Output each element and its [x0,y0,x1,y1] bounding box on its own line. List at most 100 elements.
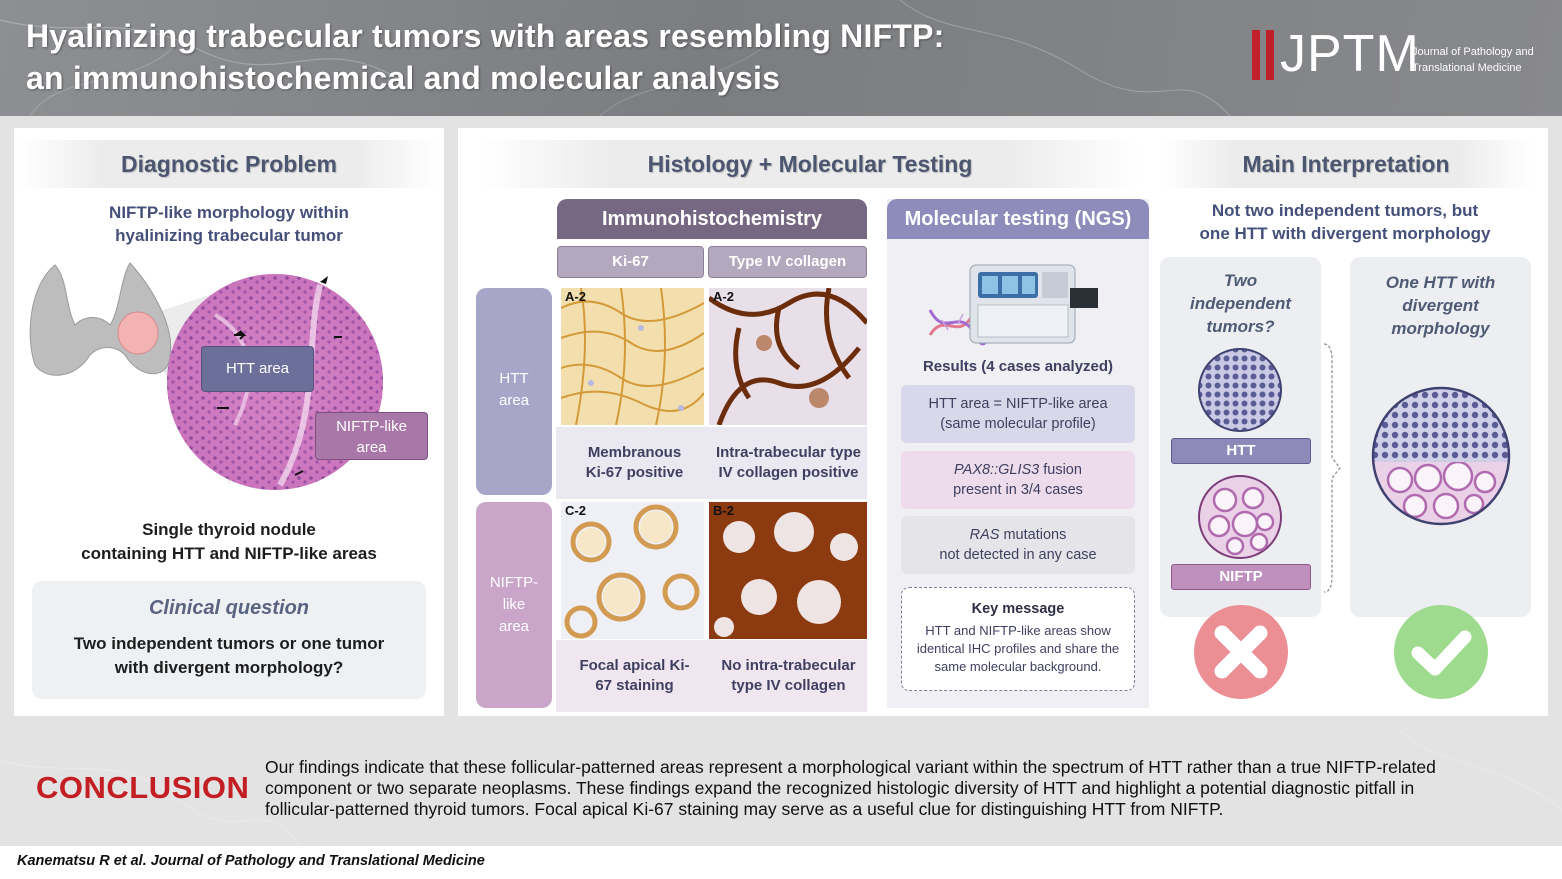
htt-cell-diagram [1198,348,1282,432]
fusion-text: fusion [1039,462,1082,478]
finding-line-2: (same molecular profile) [940,416,1096,432]
conclusion-line-1: Our findings indicate that these follicu… [265,757,1436,777]
interpretation-title: Main Interpretation [1242,151,1450,177]
diagnostic-subtitle-line-1: NIFTP-like morphology within [109,203,349,222]
marble-texture [0,0,1231,116]
row-niftp-line-2: like [502,596,526,613]
row-label-niftp: NIFTP- like area [476,502,552,708]
ngs-header: Molecular testing (NGS) [887,199,1149,239]
diagnostic-title: Diagnostic Problem [121,151,337,177]
conclusion-line-3: follicular-patterned thyroid tumors. Foc… [265,799,1224,819]
label-htt: HTT [1171,438,1311,464]
finding-line-2: present in 3/4 cases [953,482,1083,498]
ngs-finding-ras: RAS mutations not detected in any case [901,516,1135,574]
finding-line-2: not detected in any case [939,547,1097,563]
row-niftp-line-1: NIFTP- [489,574,539,591]
histology-title-bar [480,140,1140,188]
option-b-line-2: divergent [1402,296,1479,315]
ngs-finding-same-profile: HTT area = NIFTP-like area (same molecul… [901,385,1135,443]
thyroid-icon [29,262,172,376]
title-line-2: an immunohistochemical and molecular ana… [26,60,781,96]
caption-htt-collagen: Intra-trabecular type IV collagen positiv… [710,427,867,499]
key-message-box [901,587,1135,691]
ngs-results-label: Results (4 cases analyzed) [922,358,1114,375]
niftp-tag-line-2: area [356,439,387,456]
caption-line: Ki-67 positive [585,464,684,481]
nodule [117,311,159,355]
interp-sub-line-2: one HTT with divergent morphology [1199,224,1491,243]
logo-bar-1 [1252,30,1260,80]
logo-bar-2 [1266,30,1274,80]
combined-tumor-diagram [1371,386,1511,526]
stain-label-type-iv-collagen: Type IV collagen [708,246,867,278]
row-label-htt: HTT area [476,288,552,495]
journal-logo: JPTM Journal of Pathology and Translatio… [1252,25,1552,84]
diagnostic-subtitle-line-2: hyalinizing trabecular tumor [115,226,343,245]
clinical-question-title: Clinical question [148,597,310,619]
cross-icon [1194,605,1288,699]
caption-line: Membranous [587,444,682,461]
niftp-area-tag: NIFTP-like area [315,412,428,460]
conclusion-band [0,730,1562,846]
clinical-question-box [32,581,426,699]
diagnostic-statement: Single thyroid nodule containing HTT and… [14,518,444,566]
clinical-question-text: Two independent tumors or one tumor with… [32,632,426,680]
interpretation-subtitle: Not two independent tumors, but one HTT … [1160,199,1530,245]
stain-label-ki67: Ki-67 [557,246,704,278]
fusion-gene: PAX8::GLIS3 [954,462,1040,478]
clinical-q-line-2: with divergent morphology? [114,658,344,677]
label-niftp: NIFTP [1171,564,1311,590]
conclusion-text: Our findings indicate that these follicu… [265,757,1525,820]
interpretation-title-bar [1160,140,1532,188]
caption-line: No intra-trabecular [721,657,856,674]
logo-subtitle-line-1: Journal of Pathology and [1412,46,1534,58]
niftp-tag-line-1: NIFTP-like [336,418,407,435]
statement-line-1: Single thyroid nodule [142,520,316,539]
option-a-line-1: Two [1223,271,1258,290]
marble-texture [0,730,1562,846]
option-a-line-3: tumors? [1206,317,1275,336]
sequencer-icon [969,264,1098,344]
diagnostic-title-bar [20,140,438,188]
finding-line-1: HTT area = NIFTP-like area [928,396,1108,412]
diagnostic-subtitle: NIFTP-like morphology within hyalinizing… [14,201,444,247]
ngs-finding-fusion: PAX8::GLIS3 fusion present in 3/4 cases [901,451,1135,509]
logo-subtitle-line-2: Translational Medicine [1412,62,1522,74]
clinical-q-line-1: Two independent tumors or one tumor [73,634,385,653]
interp-sub-line-1: Not two independent tumors, but [1211,201,1479,220]
conclusion-line-2: component or two separate neoplasms. The… [265,778,1415,798]
option-a-line-2: independent [1189,294,1292,313]
bracket [1323,343,1341,593]
option-two-tumors-title: Two independent tumors? [1160,269,1321,338]
ihc-header: Immunohistochemistry [557,199,867,239]
arrow-markers [217,276,342,476]
row-htt-line-1: HTT [499,370,529,387]
micrograph-htt-collagen: A-2 [709,288,867,425]
micrograph-tag: B-2 [713,503,734,518]
caption-line: 67 staining [595,677,674,694]
conclusion-heading: CONCLUSION [36,770,250,805]
check-icon [1394,605,1488,699]
option-one-htt-title: One HTT with divergent morphology [1350,271,1531,340]
key-message-title: Key message [971,601,1065,617]
ras-gene: RAS [969,527,1000,543]
logo-mark: JPTM [1280,25,1420,83]
caption-line: Intra-trabecular type [715,444,862,461]
option-b-line-1: One HTT with [1385,273,1496,292]
niftp-cell-diagram [1198,475,1282,559]
micrograph-niftp-collagen: B-2 [709,502,867,639]
option-b-line-3: morphology [1391,319,1490,338]
micrograph-tag: A-2 [713,289,734,304]
micrograph-niftp-ki67: C-2 [561,502,704,639]
ras-text: mutations [999,527,1067,543]
micrograph-tag: C-2 [565,503,586,518]
caption-line: Focal apical Ki- [579,657,690,674]
micrograph-tag: A-2 [565,289,586,304]
caption-line: type IV collagen [731,677,846,694]
row-htt-line-2: area [498,392,530,409]
key-message-text: HTT and NIFTP-like areas show identical … [916,623,1120,674]
sequencer-illustration [928,264,1098,346]
caption-line: IV collagen positive [718,464,859,481]
caption-niftp-collagen: No intra-trabecular type IV collagen [710,640,867,712]
